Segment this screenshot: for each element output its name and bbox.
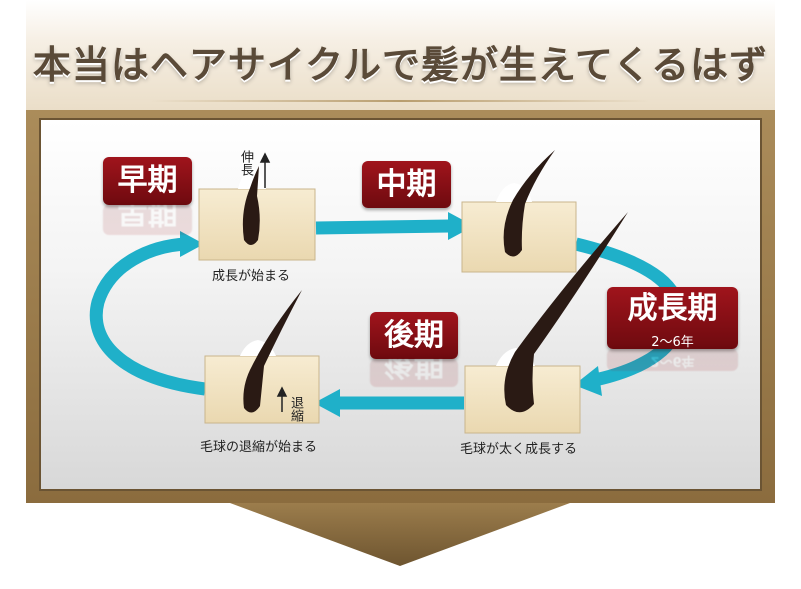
hair-early [242,166,260,245]
hair-late [243,290,302,413]
arrowhead-right-small-icon [180,231,204,257]
badge-late-label: 後期 [384,318,444,353]
title-banner [26,0,775,118]
caption-growth: 毛球が太く成長する [460,442,578,457]
down-arrow-icon [230,503,570,566]
arrowheads [180,212,602,417]
hair-growth [504,212,628,413]
badge-growth: 成長期 2〜6年 [607,287,738,350]
badge-late-reflection: 後期 [370,359,458,387]
badge-early-label: 早期 [117,163,178,198]
skin-tiles [198,188,581,434]
badge-early-reflection: 早期 [103,205,192,235]
badge-early-reflection-label: 早期 [117,205,178,229]
badge-growth-reflection-label: 2〜6年 [650,353,695,368]
arrow-late-to-early [89,237,206,396]
badge-middle-label: 中期 [376,167,437,202]
caption-late: 毛球の退縮が始まる [200,440,318,455]
hairs [242,150,628,413]
badge-late-reflection-label: 後期 [384,359,444,381]
title-divider [150,100,650,102]
note-late: 退縮 [288,396,303,422]
badge-early: 早期 [103,157,192,205]
arrow-early-to-middle [315,219,451,235]
note-arrows [259,152,288,412]
badge-growth-sublabel: 2〜6年 [651,335,694,350]
badge-growth-reflection: 2〜6年 [607,349,738,371]
page-title: 本当はヘアサイクルで髪が生えてくるはず [32,42,769,87]
badge-late: 後期 [370,312,458,359]
caption-early: 成長が始まる [212,269,291,284]
hair-middle [503,150,555,257]
arrowhead-downleft-icon [574,366,602,396]
note-early: 伸長 [238,150,253,176]
arrowhead-left-icon [314,389,340,417]
badge-middle: 中期 [362,161,451,208]
arrowhead-right-icon [448,212,474,240]
badge-growth-label: 成長期 [627,291,718,326]
